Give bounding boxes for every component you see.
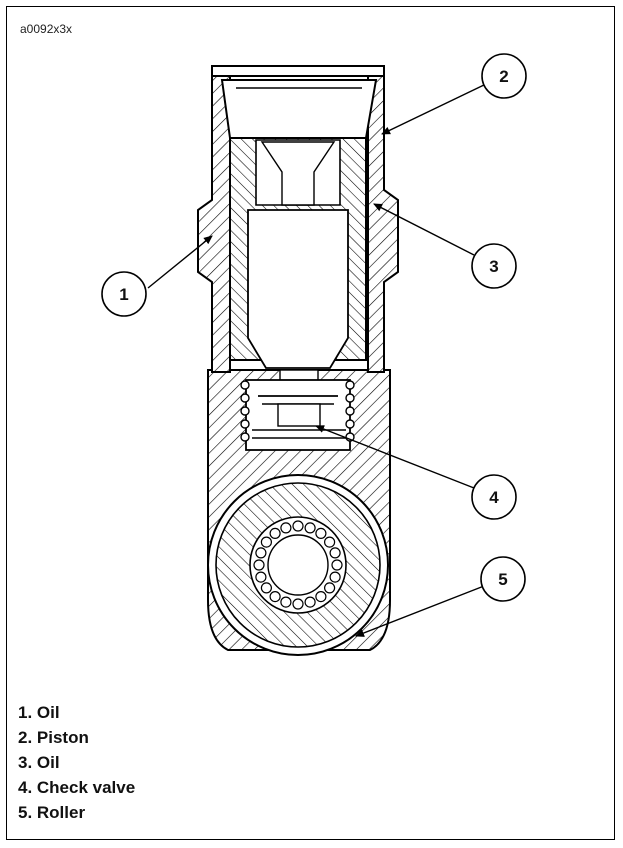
- callout-4: 4: [471, 474, 517, 520]
- needle-bearing: [315, 527, 327, 540]
- legend-item-4: 4. Check valve: [18, 778, 136, 797]
- legend-item-1: 1. Oil: [18, 703, 60, 722]
- needle-bearing: [329, 571, 341, 583]
- legend-item-2: 2. Piston: [18, 728, 89, 747]
- needle-bearing: [269, 590, 281, 603]
- svg-text:2: 2: [499, 67, 508, 86]
- svg-text:4: 4: [489, 488, 499, 507]
- lifter-body-upper: [197, 65, 399, 373]
- needle-bearing: [324, 582, 336, 594]
- needle-bearing: [329, 547, 341, 559]
- needle-bearing: [324, 536, 336, 548]
- leader-lines: [147, 83, 487, 637]
- piston: [220, 79, 378, 383]
- callout-1: 1: [101, 271, 147, 317]
- needle-bearing: [255, 571, 267, 583]
- legend-item-5: 5. Roller: [18, 803, 86, 822]
- legend: 1. Oil 2. Piston 3. Oil 4. Check valve 5…: [18, 700, 135, 825]
- needle-bearing: [260, 536, 272, 548]
- needle-bearing: [255, 547, 267, 559]
- callout-3: 3: [471, 243, 517, 289]
- roller: [207, 474, 389, 656]
- needle-bearing: [304, 522, 316, 534]
- check-valve: [240, 379, 355, 451]
- needle-bearing: [253, 559, 265, 571]
- needle-bearing: [304, 596, 316, 608]
- callout-2: 2: [481, 53, 527, 99]
- needle-bearing: [280, 522, 292, 534]
- callout-5: 5: [480, 556, 526, 602]
- needle-bearing: [331, 559, 343, 571]
- needle-bearing: [315, 590, 327, 603]
- needle-bearing: [280, 596, 292, 608]
- needle-bearing: [260, 582, 272, 594]
- svg-text:1: 1: [119, 285, 128, 304]
- legend-item-3: 3. Oil: [18, 753, 60, 772]
- svg-text:5: 5: [498, 570, 507, 589]
- svg-text:3: 3: [489, 257, 498, 276]
- figure-id: a0092x3x: [20, 22, 73, 36]
- needle-bearing: [269, 527, 281, 540]
- needle-bearing: [292, 598, 304, 610]
- needle-bearing: [292, 520, 304, 532]
